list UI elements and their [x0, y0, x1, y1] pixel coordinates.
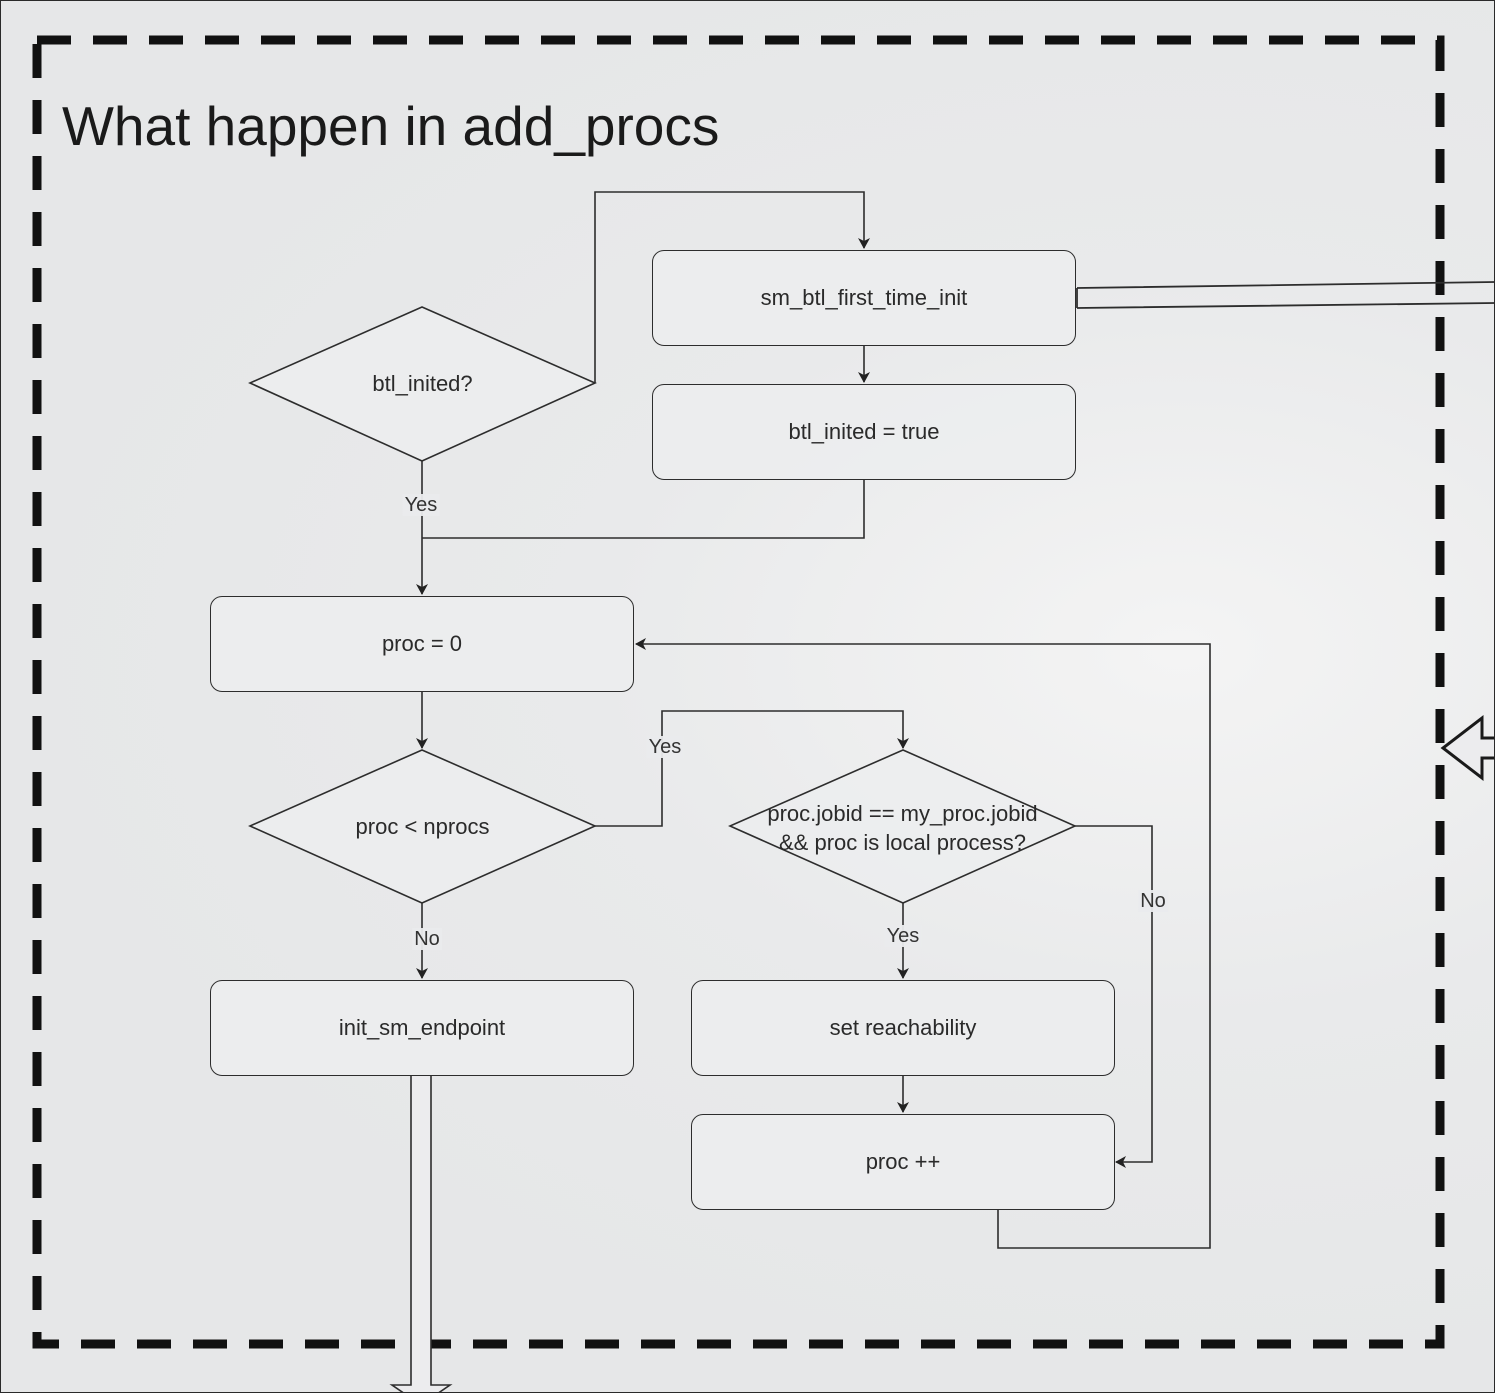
decision-jobid-label-line2: && proc is local process?: [779, 829, 1026, 855]
decision-jobid-label-line1: proc.jobid == my_proc.jobid: [767, 800, 1038, 826]
node-first-time-init: sm_btl_first_time_init: [652, 250, 1076, 346]
node-set-reachability-label: set reachability: [829, 1015, 977, 1040]
edge-label-loop-yes: Yes: [646, 736, 684, 758]
node-init-endpoint: init_sm_endpoint: [210, 980, 634, 1076]
hollow-connector-right: [1076, 281, 1495, 309]
edge-label-btl-inited-yes: Yes: [402, 494, 440, 516]
node-set-btl-inited: btl_inited = true: [652, 384, 1076, 480]
dashed-container: [32, 35, 1445, 1349]
edge-loop-back: [635, 638, 1211, 1249]
node-init-endpoint-label: init_sm_endpoint: [338, 1015, 506, 1040]
edge-label-jobid-yes: Yes: [884, 925, 922, 947]
hollow-arrow-left: [1440, 714, 1495, 782]
node-set-btl-inited-label: btl_inited = true: [788, 419, 940, 444]
node-first-time-init-label: sm_btl_first_time_init: [760, 285, 968, 310]
decision-proc-loop-label: proc < nprocs: [355, 813, 490, 839]
edge-btl-inited-no: [594, 191, 870, 383]
node-set-reachability: set reachability: [691, 980, 1115, 1076]
decision-btl-inited-label: btl_inited?: [372, 370, 473, 396]
node-proc-init: proc = 0: [210, 596, 634, 692]
edge-jobid-no: [1075, 825, 1153, 1168]
edge-set-to-merge: [422, 480, 865, 539]
node-proc-init-label: proc = 0: [381, 631, 463, 656]
node-proc-increment: proc ++: [691, 1114, 1115, 1210]
edge-label-loop-no: No: [412, 928, 442, 950]
node-proc-increment-label: proc ++: [865, 1149, 941, 1174]
hollow-arrow-down: [389, 1076, 453, 1393]
diagram-title: What happen in add_procs: [62, 95, 720, 157]
edge-loop-yes: [595, 710, 909, 827]
edge-label-jobid-no: No: [1138, 890, 1168, 912]
